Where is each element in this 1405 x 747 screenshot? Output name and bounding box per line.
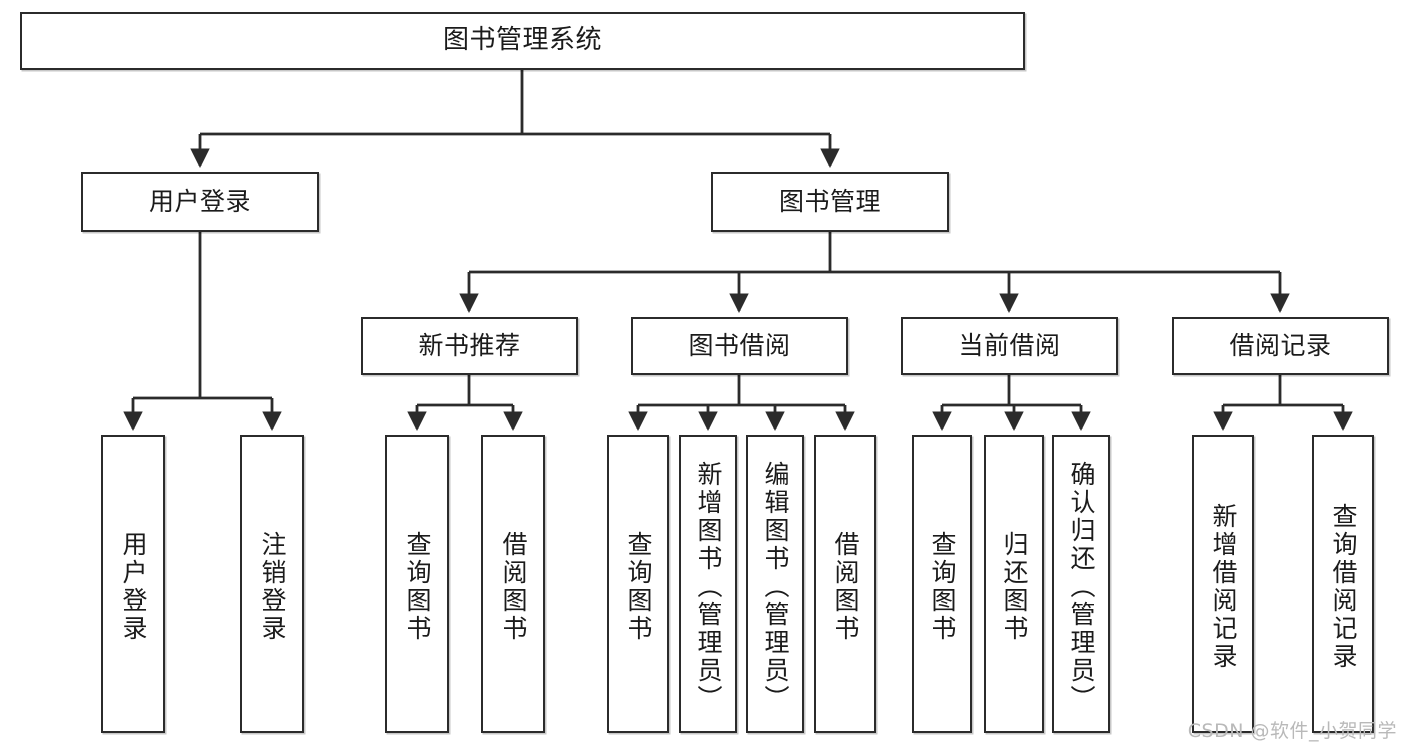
node-label: 新增借阅记录 [1209,503,1238,671]
leaf-user-login[interactable]: 用户登录 [101,435,165,733]
leaf-edit-book-admin[interactable]: 编辑图书（管理员） [746,435,804,733]
node-user-login[interactable]: 用户登录 [81,172,319,232]
node-label: 借阅图书 [831,531,860,643]
node-label: 确认归还（管理员） [1067,461,1096,713]
leaf-logout[interactable]: 注销登录 [240,435,304,733]
node-label: 图书借阅 [688,331,791,360]
node-label: 注销登录 [258,531,287,643]
node-label: 借阅记录 [1229,331,1332,360]
node-borrow-record[interactable]: 借阅记录 [1172,317,1389,375]
node-label: 当前借阅 [958,331,1061,360]
node-label: 查询图书 [928,531,957,643]
leaf-add-borrow-record[interactable]: 新增借阅记录 [1192,435,1254,733]
leaf-query-book-newbook[interactable]: 查询图书 [385,435,449,733]
node-root-system[interactable]: 图书管理系统 [20,12,1025,70]
node-book-borrow[interactable]: 图书借阅 [631,317,848,375]
node-label: 查询图书 [403,531,432,643]
leaf-query-book-borrow[interactable]: 查询图书 [607,435,669,733]
node-label: 归还图书 [1000,531,1029,643]
leaf-add-book-admin[interactable]: 新增图书（管理员） [679,435,737,733]
leaf-borrow-book[interactable]: 借阅图书 [814,435,876,733]
node-new-book-recommend[interactable]: 新书推荐 [361,317,578,375]
leaf-return-book[interactable]: 归还图书 [984,435,1044,733]
node-label: 用户登录 [148,187,251,216]
node-label: 查询图书 [624,531,653,643]
node-label: 图书管理系统 [442,25,602,56]
node-label: 新增图书（管理员） [694,461,723,713]
node-current-borrow[interactable]: 当前借阅 [901,317,1118,375]
node-label: 借阅图书 [499,531,528,643]
leaf-query-borrow-record[interactable]: 查询借阅记录 [1312,435,1374,733]
node-label: 编辑图书（管理员） [761,461,790,713]
node-label: 查询借阅记录 [1329,503,1358,671]
node-label: 用户登录 [119,531,148,643]
leaf-borrow-book-newbook[interactable]: 借阅图书 [481,435,545,733]
node-label: 图书管理 [778,187,881,216]
leaf-query-book-current[interactable]: 查询图书 [912,435,972,733]
node-book-management[interactable]: 图书管理 [711,172,949,232]
node-label: 新书推荐 [418,331,521,360]
leaf-confirm-return-admin[interactable]: 确认归还（管理员） [1052,435,1110,733]
